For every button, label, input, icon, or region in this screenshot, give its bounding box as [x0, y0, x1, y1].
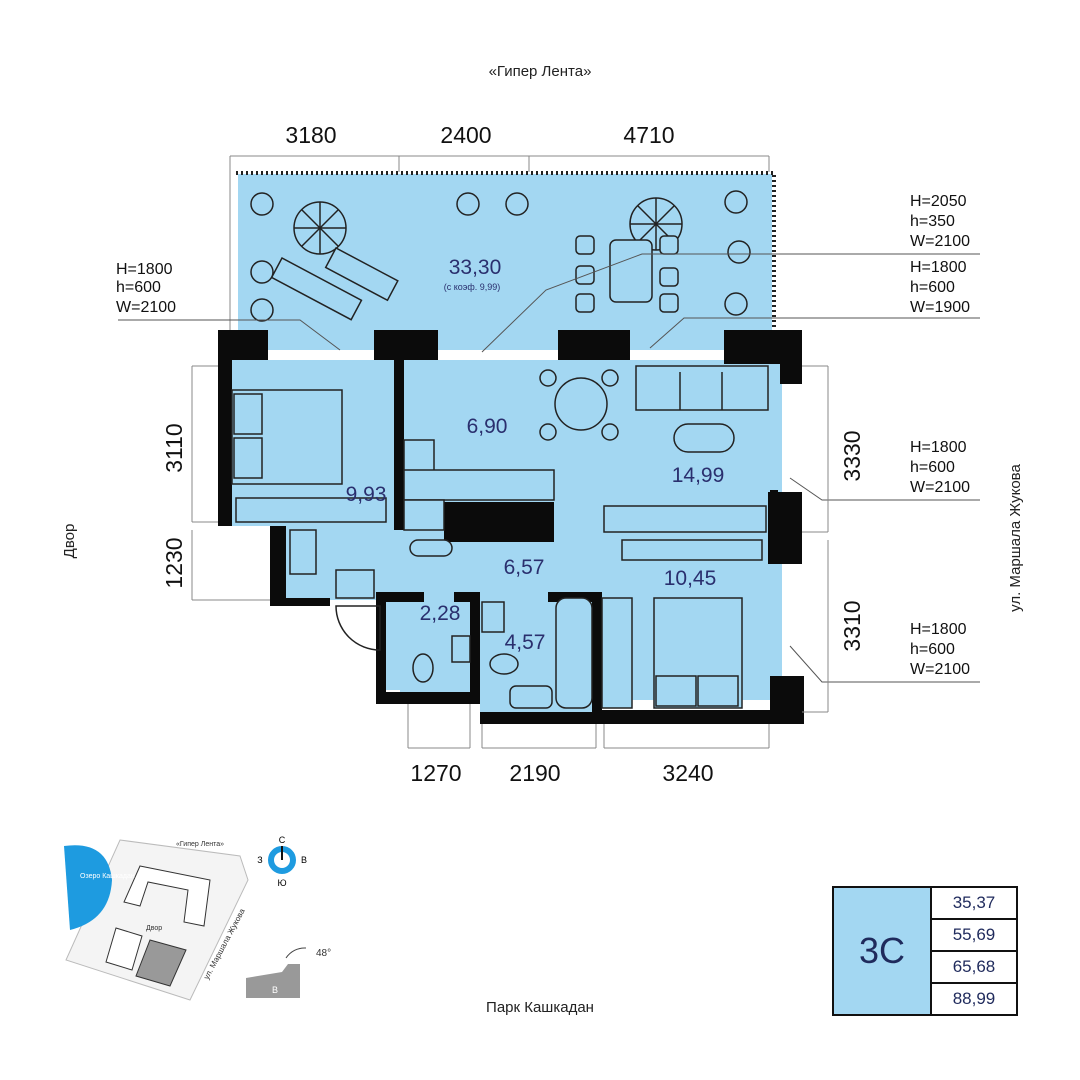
dim-top-2: 2400: [440, 122, 491, 148]
left-side-label: Двор: [61, 524, 78, 559]
site-minimap: [64, 839, 249, 1001]
spec-line: H=1800: [116, 261, 173, 278]
compass-west: З: [257, 855, 262, 865]
spec-line: W=2100: [910, 661, 970, 678]
terrace-floor: [238, 174, 772, 350]
compass-north: С: [279, 835, 286, 845]
spec-line: W=2100: [116, 299, 176, 316]
terrace-plants: [250, 190, 751, 322]
hall-fixtures: [289, 529, 453, 651]
bathroom-fixtures: [412, 597, 593, 709]
compass-east: В: [301, 855, 307, 865]
bed-right-icon: [601, 539, 763, 709]
window-spec-right-b: H=1800 h=600 W=1900: [910, 259, 970, 316]
area-bedroom-left: 9,93: [346, 483, 387, 506]
spec-line: h=350: [910, 213, 955, 230]
section-angle: 48°: [316, 948, 331, 959]
apartment-summary-table: 3C 35,37 55,69 65,68 88,99: [832, 886, 1018, 1016]
spec-line: h=600: [910, 459, 955, 476]
area-value: 55,69: [932, 920, 1016, 952]
kitchen-counter: [403, 439, 555, 531]
spec-line: H=1800: [910, 259, 967, 276]
bottom-street-label: Парк Кашкадан: [486, 999, 594, 1016]
window-spec-left: H=1800 h=600 W=2100: [116, 261, 176, 316]
dim-top-1: 3180: [285, 122, 336, 148]
outdoor-table-icon: [575, 235, 679, 313]
minimap-yard-label: Двор: [146, 925, 162, 932]
area-values: 35,37 55,69 65,68 88,99: [932, 888, 1016, 1014]
window-spec-right-low: H=1800 h=600 W=2100: [910, 621, 970, 678]
dim-bottom-3: 3240: [662, 760, 713, 786]
sun-lounger-icon: [270, 246, 399, 321]
spec-line: h=600: [910, 279, 955, 296]
area-bath: 4,57: [505, 631, 546, 654]
right-street-label: ул. Маршала Жукова: [1007, 464, 1024, 612]
section-label: В: [272, 985, 278, 995]
spec-line: W=2100: [910, 479, 970, 496]
spec-line: H=1800: [910, 439, 967, 456]
compass-icon: [268, 846, 296, 874]
minimap-lake-label: Озеро Кашкадан: [80, 873, 135, 880]
walls: [218, 330, 804, 724]
dim-left-2: 1230: [161, 537, 187, 588]
compass-south: Ю: [277, 878, 286, 888]
area-bedroom-right: 10,45: [664, 567, 717, 590]
spec-line: H=2050: [910, 193, 967, 210]
spec-line: W=1900: [910, 299, 970, 316]
spec-line: h=600: [116, 279, 161, 296]
dim-bottom-2: 2190: [509, 760, 560, 786]
area-value: 65,68: [932, 952, 1016, 984]
area-hall: 6,57: [504, 556, 545, 579]
dim-top-3: 4710: [623, 122, 674, 148]
area-terrace-note: (с коэф. 9,99): [444, 282, 501, 292]
area-living: 14,99: [672, 464, 725, 487]
apartment-type: 3C: [834, 888, 932, 1014]
window-callout-lines: [118, 253, 980, 683]
top-street-label: «Гипер Лента»: [489, 63, 592, 80]
top-dimension-lines: [229, 155, 770, 330]
sofa-icon: [603, 365, 769, 533]
dim-left-1: 3110: [161, 423, 187, 472]
dim-right-1: 3330: [839, 430, 865, 481]
section-marker: [246, 947, 307, 998]
area-value: 35,37: [932, 888, 1016, 920]
spec-line: H=1800: [910, 621, 967, 638]
side-dimension-lines: [191, 365, 829, 749]
dining-set-icon: [539, 369, 619, 441]
window-spec-right-mid: H=1800 h=600 W=2100: [910, 439, 970, 496]
spec-line: W=2100: [910, 233, 970, 250]
spec-line: h=600: [910, 641, 955, 658]
dim-right-2: 3310: [839, 600, 865, 651]
area-value: 88,99: [952, 989, 996, 1008]
dim-bottom-1: 1270: [410, 760, 461, 786]
window-spec-right-a: H=2050 h=350 W=2100: [910, 193, 970, 250]
bed-left-icon: [231, 389, 387, 523]
area-terrace: 33,30: [449, 256, 502, 279]
area-wc: 2,28: [420, 602, 461, 625]
area-kitchen: 6,90: [467, 415, 508, 438]
minimap-store-label: «Гипер Лента»: [176, 841, 224, 848]
